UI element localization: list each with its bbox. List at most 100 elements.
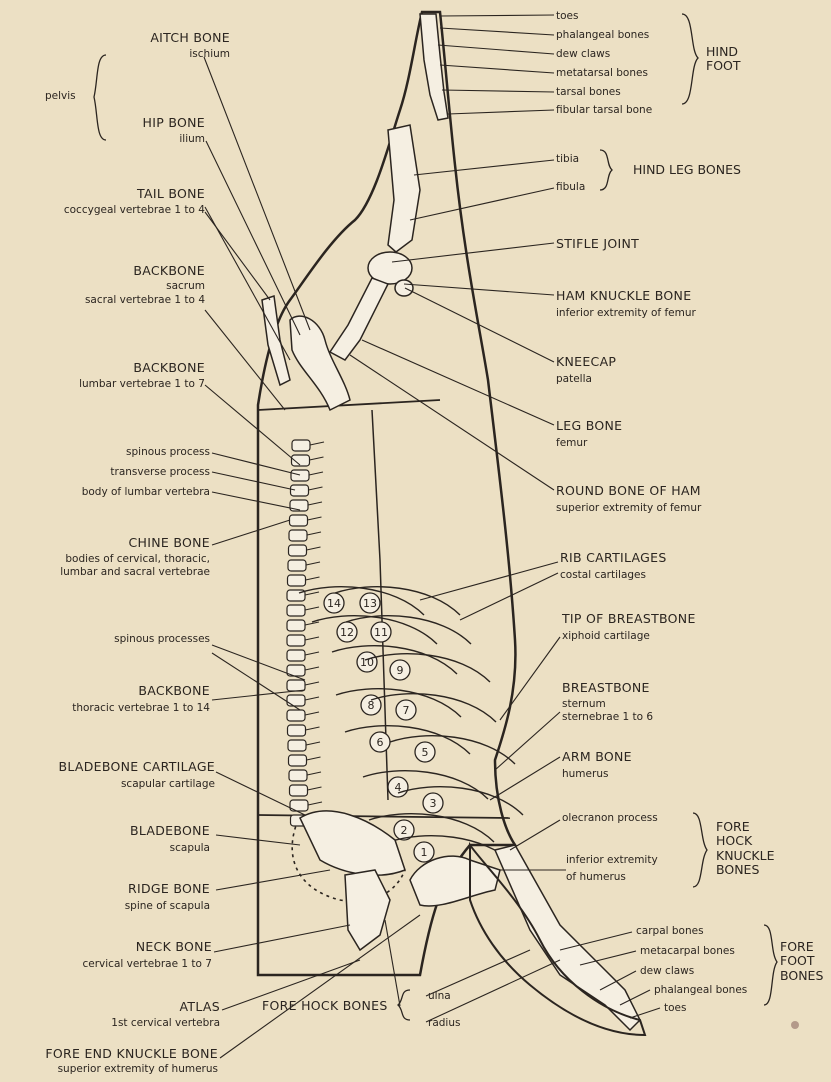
group-fore-foot: FORE FOOT BONES (780, 940, 823, 983)
breastbone-sub2: sternebrae 1 to 6 (562, 712, 653, 723)
label-pelvis: pelvis (45, 91, 76, 102)
leader-line (440, 15, 554, 16)
ham-knuckle-sub: inferior extremity of femur (556, 308, 696, 319)
pelvis-bone (290, 316, 350, 410)
vertebra (289, 545, 307, 556)
leader-line (392, 243, 554, 262)
round-bone-title: ROUND BONE OF HAM (556, 485, 701, 498)
rib (363, 771, 488, 799)
rib-number: 9 (397, 664, 404, 677)
vertebra (290, 515, 308, 526)
leader-line (385, 920, 400, 1006)
fore-foot-line3: BONES (780, 969, 823, 983)
breastbone-sub: sternum (562, 699, 653, 710)
leg-bone-sub: femur (556, 438, 622, 449)
tip-breastbone-title: TIP OF BREASTBONE (562, 613, 696, 626)
rib-cartilages-sub: costal cartilages (560, 570, 667, 581)
vertebra (287, 650, 305, 661)
vertebra-process (306, 727, 320, 730)
label-tibia: tibia (556, 154, 579, 165)
label-metatarsal: metatarsal bones (556, 68, 648, 79)
rib-number: 2 (401, 824, 408, 837)
vertebral-column (287, 440, 324, 826)
backbone-lumbar-title: BACKBONE (0, 362, 205, 375)
label-transverse-process: transverse process (0, 467, 210, 478)
ham-knuckle-title: HAM KNUCKLE BONE (556, 290, 696, 303)
leader-line (220, 915, 420, 1058)
vertebra (291, 470, 309, 481)
label-fore-hock-bones: FORE HOCK BONES (262, 1000, 388, 1013)
rib (335, 587, 460, 615)
brace-hind-foot (682, 14, 698, 104)
vertebra-process (306, 577, 320, 580)
label-round-bone: ROUND BONE OF HAM superior extremity of … (556, 485, 701, 513)
brace-hind-leg (600, 150, 612, 190)
vertebra-process (305, 697, 319, 700)
vertebra-process (305, 652, 319, 655)
vertebra-process (305, 682, 319, 685)
hip-bone-title: HIP BONE (40, 117, 205, 130)
chine-bone-sub: bodies of cervical, thoracic, (0, 554, 210, 565)
backbone-sacral-sub2: sacral vertebrae 1 to 4 (0, 295, 205, 306)
hind-foot-line2: FOOT (706, 59, 741, 73)
rib-number: 12 (340, 626, 354, 639)
rib-number: 3 (430, 797, 437, 810)
bladebone-cartilage-title: BLADEBONE CARTILAGE (0, 761, 215, 774)
rib (345, 726, 470, 754)
vertebra-process (305, 607, 319, 610)
tail-bone-title: TAIL BONE (0, 188, 205, 201)
leader-line (490, 757, 560, 800)
leader-line (212, 453, 300, 475)
rib-number: 8 (368, 699, 375, 712)
vertebra-process (305, 637, 319, 640)
leader-line (495, 712, 560, 770)
label-ulna: ulna (428, 991, 451, 1002)
label-backbone-sacral: BACKBONE sacrum sacral vertebrae 1 to 4 (0, 265, 205, 306)
kneecap-sub: patella (556, 374, 616, 385)
leader-line (442, 90, 554, 92)
tip-breastbone-sub: xiphoid cartilage (562, 631, 696, 642)
leader-line (420, 562, 558, 600)
vertebra-process (305, 592, 319, 595)
leg-bone-title: LEG BONE (556, 420, 622, 433)
label-toes-fore: toes (664, 1003, 686, 1014)
label-body-lumbar: body of lumbar vertebra (0, 487, 210, 498)
label-stifle: STIFLE JOINT (556, 238, 639, 251)
brace-fore-hock (693, 813, 707, 887)
arm-bone-title: ARM BONE (562, 751, 632, 764)
vertebra-process (305, 667, 319, 670)
bladebone-cartilage-sub: scapular cartilage (0, 779, 215, 790)
backbone-sacral-title: BACKBONE (0, 265, 205, 278)
bladebone-title: BLADEBONE (0, 825, 210, 838)
rib (371, 694, 496, 722)
leader-line (204, 57, 310, 330)
vertebra (287, 620, 305, 631)
leader-line (214, 925, 350, 952)
cervical-vertebrae (345, 870, 390, 950)
vertebra-process (308, 517, 322, 520)
rib-number: 13 (363, 597, 377, 610)
rib-number: 7 (403, 704, 410, 717)
vertebra-process (310, 442, 324, 445)
rib-number: 11 (374, 626, 388, 639)
fore-hock-line3: KNUCKLE (716, 849, 774, 863)
brace-fore-foot (764, 925, 777, 1005)
label-rib-cartilages: RIB CARTILAGES costal cartilages (560, 552, 667, 580)
fore-hock-line1: FORE (716, 820, 774, 834)
vertebra-process (305, 622, 319, 625)
label-arm-bone: ARM BONE humerus (562, 751, 632, 779)
vertebra (289, 770, 307, 781)
label-spinous-process: spinous process (0, 447, 210, 458)
rib-number: 1 (421, 846, 428, 859)
fore-foot-line1: FORE (780, 940, 823, 954)
rib-number: 6 (377, 736, 384, 749)
rib-number: 14 (327, 597, 341, 610)
vertebra (289, 530, 307, 541)
ridge-bone-title: RIDGE BONE (0, 883, 210, 896)
leader-line (405, 288, 554, 362)
label-backbone-thoracic: BACKBONE thoracic vertebrae 1 to 14 (0, 685, 210, 713)
hind-foot-bones (420, 14, 448, 120)
vertebra-process (306, 562, 320, 565)
leader-line (212, 472, 295, 490)
